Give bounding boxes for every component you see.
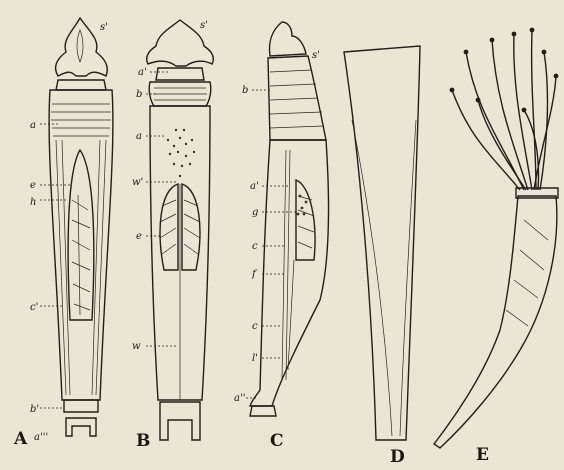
label-b-b: b [136, 89, 142, 100]
panel-label-b: B [136, 431, 150, 451]
label-c-l: l' [252, 353, 258, 364]
panel-label-d: D [390, 447, 405, 466]
panel-label-a: A [13, 429, 28, 449]
label-c-a3: a'' [234, 393, 245, 404]
label-c-s: s' [312, 50, 320, 61]
label-b-s: s' [200, 20, 208, 31]
label-c-f: f [251, 269, 258, 280]
label-c-c2: c [252, 321, 258, 332]
label-a-a3: a''' [34, 432, 48, 443]
label-c-c1: c [252, 241, 258, 252]
label-b-a: a [136, 131, 142, 142]
label-b-a1: a' [138, 67, 147, 78]
label-b-e: e [136, 231, 142, 242]
label-c-a1: a' [250, 181, 259, 192]
label-a-b: b' [30, 404, 39, 415]
figure-e [434, 28, 558, 448]
label-a-c: c' [30, 302, 38, 313]
label-a-e: e [30, 180, 36, 191]
label-b-w: w [132, 341, 141, 352]
label-a-a: a [30, 120, 36, 131]
label-c-g: g [252, 207, 258, 218]
figure-b [147, 20, 214, 440]
label-a-h: h [30, 197, 36, 208]
panel-label-c: C [270, 431, 284, 451]
figure-c [250, 22, 328, 416]
figure-d [344, 46, 420, 440]
figure-a [49, 18, 113, 436]
label-a-s: s' [100, 22, 108, 33]
panel-label-e: E [476, 445, 489, 465]
label-b-w1: w' [132, 177, 143, 188]
label-c-b: b [242, 85, 248, 96]
